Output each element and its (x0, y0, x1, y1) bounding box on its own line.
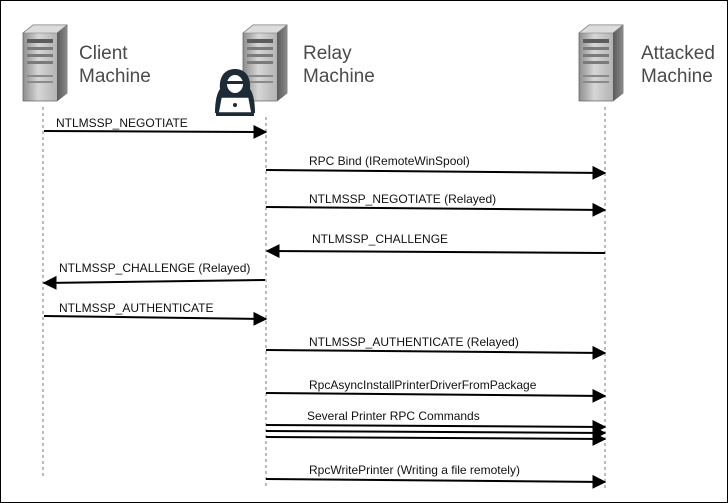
message-arrow (265, 425, 607, 440)
message-label: RpcAsyncInstallPrinterDriverFromPackage (309, 378, 537, 392)
actor-label-relay-line2: Machine (303, 66, 375, 87)
server-tower-icon (22, 24, 68, 102)
message-arrow (265, 419, 607, 434)
message-arrow (265, 244, 606, 259)
message-label: NTLMSSP_CHALLENGE (Relayed) (59, 261, 250, 275)
actor-label-client-line2: Machine (79, 66, 151, 87)
message-arrow (265, 474, 607, 489)
message-label: NTLMSSP_NEGOTIATE (56, 116, 188, 130)
message-arrow (265, 388, 607, 403)
message-label: NTLMSSP_AUTHENTICATE (Relayed) (309, 335, 519, 349)
message-label: RPC Bind (IRemoteWinSpool) (309, 154, 470, 168)
message-arrow (265, 202, 607, 217)
hacker-laptop-icon (215, 69, 255, 116)
message-arrow (265, 165, 607, 180)
actor-label-attacked-line2: Machine (641, 66, 713, 87)
message-label: RpcWritePrinter (Writing a file remotely… (309, 463, 520, 477)
server-tower-icon (242, 24, 288, 102)
message-label: NTLMSSP_CHALLENGE (312, 232, 448, 246)
message-arrow (43, 124, 268, 139)
actor-label-relay-line1: Relay (303, 43, 352, 64)
message-arrow (265, 345, 607, 360)
message-label: NTLMSSP_NEGOTIATE (Relayed) (309, 192, 496, 206)
message-arrow (42, 275, 266, 290)
actor-label-client-line1: Client (79, 43, 128, 64)
actor-label-attacked-line1: Attacked (641, 43, 715, 64)
message-label: Several Printer RPC Commands (307, 409, 480, 423)
server-tower-icon (578, 24, 624, 102)
message-arrow (43, 311, 268, 326)
message-arrow (265, 431, 607, 446)
message-label: NTLMSSP_AUTHENTICATE (59, 301, 213, 315)
